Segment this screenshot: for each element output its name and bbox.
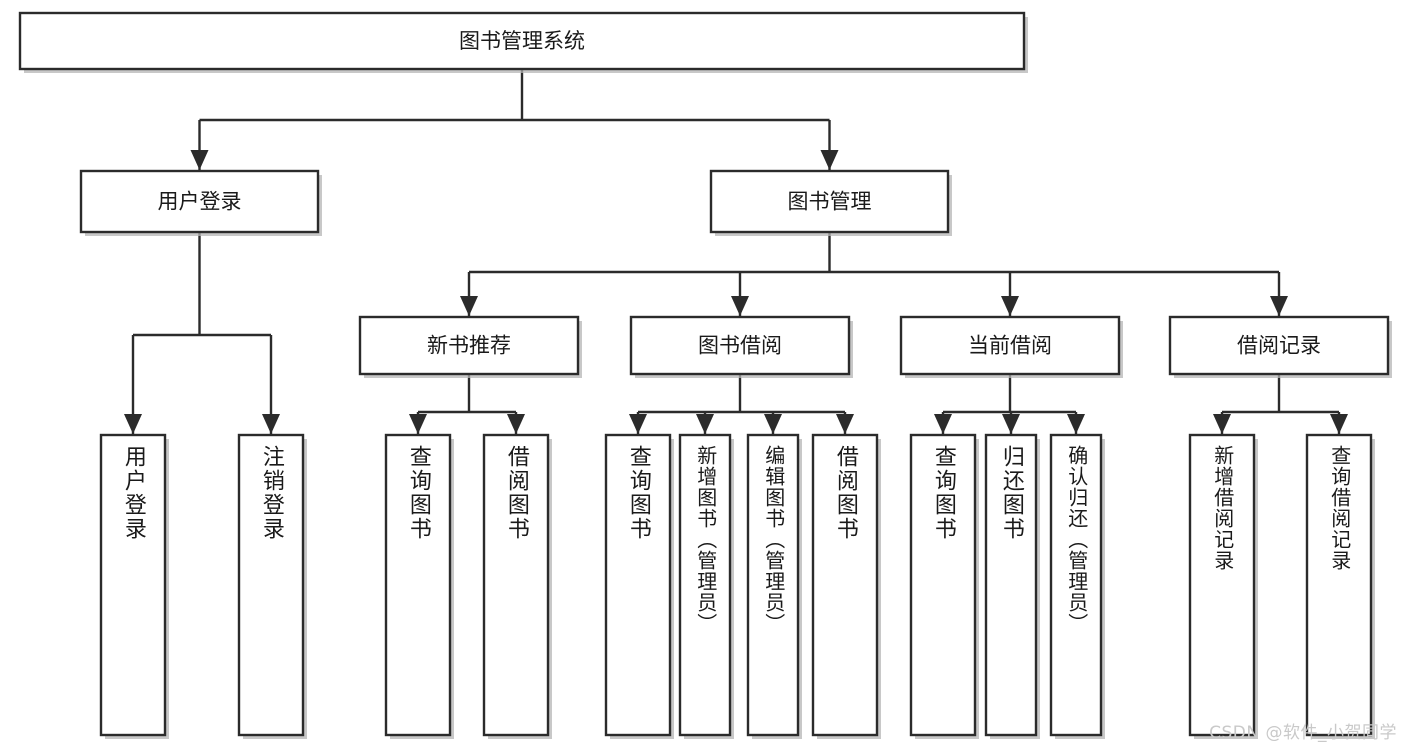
arrow-level2-3-to-leaf-0 bbox=[1213, 414, 1231, 434]
arrow-level2-1-to-leaf-0 bbox=[629, 414, 647, 434]
node-box-leaf-7[interactable] bbox=[811, 433, 879, 737]
node-label-level2-1: 图书借阅 bbox=[698, 334, 782, 358]
node-box-leaf-2[interactable] bbox=[384, 433, 452, 737]
node-label-level2-0: 新书推荐 bbox=[427, 334, 511, 358]
node-box-leaf-12[interactable] bbox=[1305, 433, 1373, 737]
arrow-level1-to-level2-1 bbox=[731, 296, 749, 316]
connector-layer bbox=[124, 69, 1348, 434]
node-label-level2-3: 借阅记录 bbox=[1237, 334, 1321, 358]
node-label-level1-1: 图书管理 bbox=[788, 190, 872, 214]
node-box-level2-2[interactable] bbox=[899, 315, 1121, 376]
node-box-leaf-6[interactable] bbox=[746, 433, 800, 737]
node-label-level1-0: 用户登录 bbox=[158, 190, 242, 214]
node-label-root: 图书管理系统 bbox=[459, 29, 585, 53]
node-box-level2-0[interactable] bbox=[358, 315, 580, 376]
arrow-level1-0-to-leaf-0 bbox=[124, 414, 142, 434]
arrow-level2-2-to-leaf-2 bbox=[1067, 414, 1085, 434]
arrow-level1-0-to-leaf-1 bbox=[262, 414, 280, 434]
arrow-level2-2-to-leaf-1 bbox=[1002, 414, 1020, 434]
arrow-level2-1-to-leaf-1 bbox=[696, 414, 714, 434]
node-box-leaf-10[interactable] bbox=[1049, 433, 1103, 737]
arrow-root-to-level1-0 bbox=[190, 150, 209, 170]
node-box-leaf-11[interactable] bbox=[1188, 433, 1256, 737]
node-box-leaf-0[interactable] bbox=[99, 433, 167, 737]
arrow-level2-0-to-leaf-1 bbox=[507, 414, 525, 434]
node-box-level1-1[interactable] bbox=[709, 169, 950, 234]
arrow-level1-to-level2-0 bbox=[460, 296, 478, 316]
watermark-text: CSDN @软件_小贺同学 bbox=[1209, 723, 1397, 743]
node-box-leaf-5[interactable] bbox=[678, 433, 732, 737]
node-box-leaf-4[interactable] bbox=[604, 433, 672, 737]
arrow-level1-to-level2-3 bbox=[1270, 296, 1288, 316]
node-box-leaf-3[interactable] bbox=[482, 433, 550, 737]
node-box-level2-1[interactable] bbox=[629, 315, 851, 376]
node-box-leaf-1[interactable] bbox=[237, 433, 305, 737]
arrow-level2-2-to-leaf-0 bbox=[934, 414, 952, 434]
arrow-level1-to-level2-2 bbox=[1001, 296, 1019, 316]
node-box-root[interactable] bbox=[18, 11, 1026, 71]
node-box-level1-0[interactable] bbox=[79, 169, 320, 234]
arrow-level2-1-to-leaf-2 bbox=[764, 414, 782, 434]
arrow-root-to-level1-1 bbox=[820, 150, 839, 170]
arrow-level2-0-to-leaf-0 bbox=[409, 414, 427, 434]
arrow-level2-3-to-leaf-1 bbox=[1330, 414, 1348, 434]
node-box-leaf-8[interactable] bbox=[909, 433, 977, 737]
node-box-leaf-9[interactable] bbox=[984, 433, 1038, 737]
node-box-layer bbox=[18, 11, 1392, 739]
node-label-level2-2: 当前借阅 bbox=[968, 334, 1052, 358]
arrow-level2-1-to-leaf-3 bbox=[836, 414, 854, 434]
node-box-level2-3[interactable] bbox=[1168, 315, 1390, 376]
